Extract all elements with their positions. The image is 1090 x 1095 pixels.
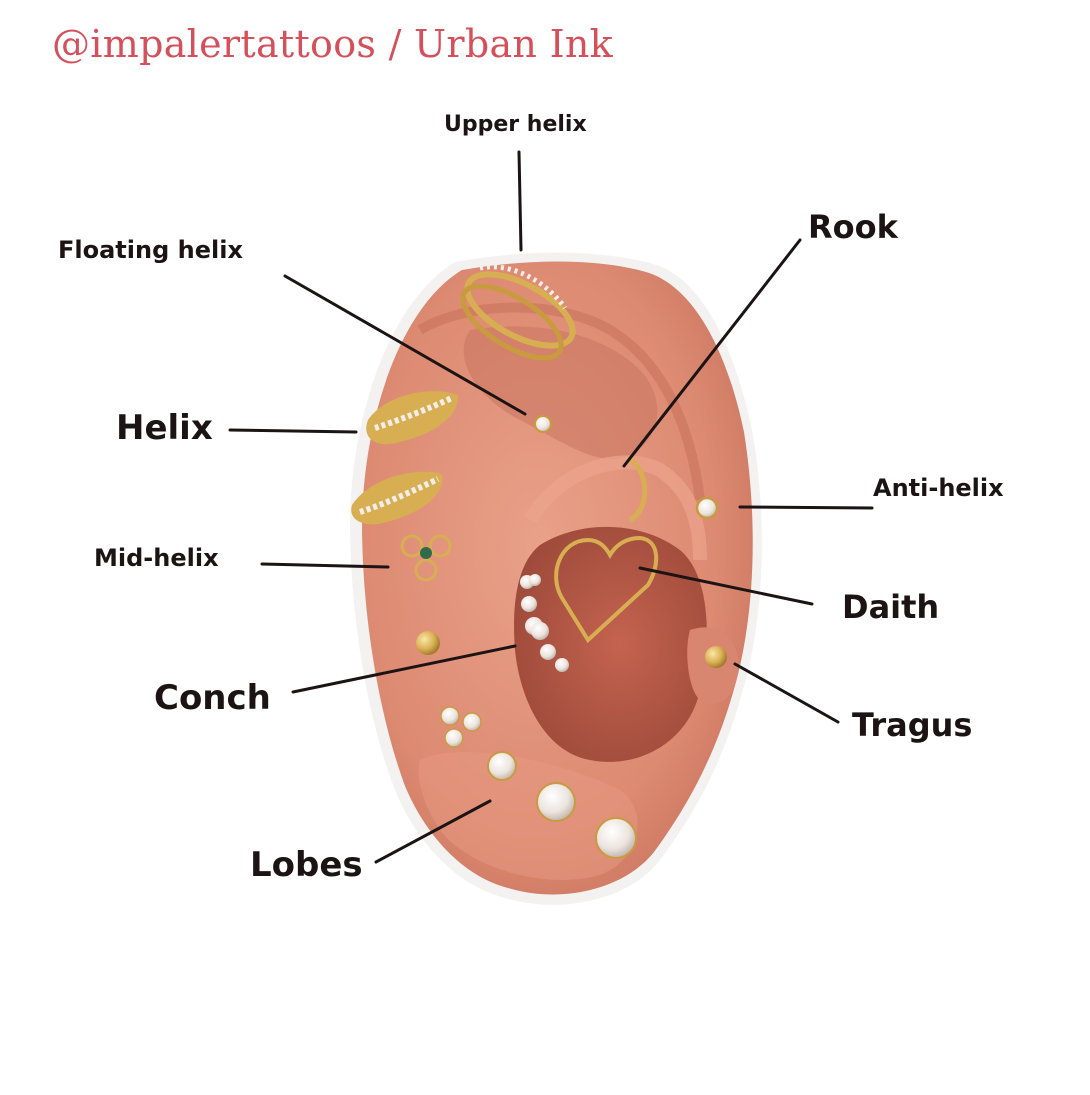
- lobe-trefoil: [440, 706, 482, 748]
- leader-floating-helix: [283, 274, 527, 416]
- lobe-stud-3: [595, 817, 637, 859]
- label-mid-helix: Mid-helix: [94, 544, 219, 572]
- leader-lobes: [374, 799, 492, 864]
- leader-lines: [228, 150, 874, 864]
- lobe-shading: [418, 751, 638, 880]
- anti-helix-stud: [695, 496, 719, 520]
- label-rook: Rook: [808, 208, 898, 246]
- label-daith: Daith: [842, 588, 940, 626]
- label-conch: Conch: [154, 678, 271, 718]
- leader-helix: [228, 428, 358, 434]
- credit-watermark: @impalertattoos / Urban Ink: [52, 22, 613, 66]
- tragus-gold-ball: [705, 646, 727, 668]
- label-helix: Helix: [116, 408, 213, 448]
- label-upper-helix: Upper helix: [444, 112, 587, 137]
- label-anti-helix: Anti-helix: [873, 474, 1004, 502]
- lobe-stud-1: [487, 751, 517, 781]
- upper-helix-rings: [460, 264, 576, 361]
- ring-icon: [464, 271, 576, 349]
- pave-band: [479, 264, 568, 310]
- leader-conch: [291, 644, 517, 694]
- leader-anti-helix: [738, 505, 874, 510]
- leader-rook: [622, 238, 802, 468]
- helix-huggie-lower: [351, 471, 443, 525]
- helix-huggie-upper: [366, 391, 459, 445]
- lobe-stud-2: [536, 782, 576, 822]
- leader-tragus: [733, 662, 840, 724]
- antihelix-ridge: [524, 455, 707, 561]
- floating-helix-stud: [534, 415, 552, 433]
- leader-mid-helix: [260, 562, 390, 569]
- leader-daith: [638, 566, 814, 606]
- ring-icon: [460, 283, 564, 361]
- label-floating-helix: Floating helix: [58, 236, 243, 264]
- flower-stud-icon: [400, 534, 452, 582]
- label-lobes: Lobes: [250, 845, 363, 885]
- heart-ring-icon: [554, 535, 659, 644]
- rook-ring: [626, 455, 648, 523]
- label-tragus: Tragus: [852, 706, 973, 744]
- concha-bowl: [514, 526, 707, 762]
- scapha-hollow: [463, 326, 658, 460]
- conch-crystal-cluster: [520, 574, 569, 672]
- conch-gold-ball: [416, 631, 440, 655]
- jewelry: [351, 264, 727, 859]
- leader-upper-helix: [517, 150, 523, 252]
